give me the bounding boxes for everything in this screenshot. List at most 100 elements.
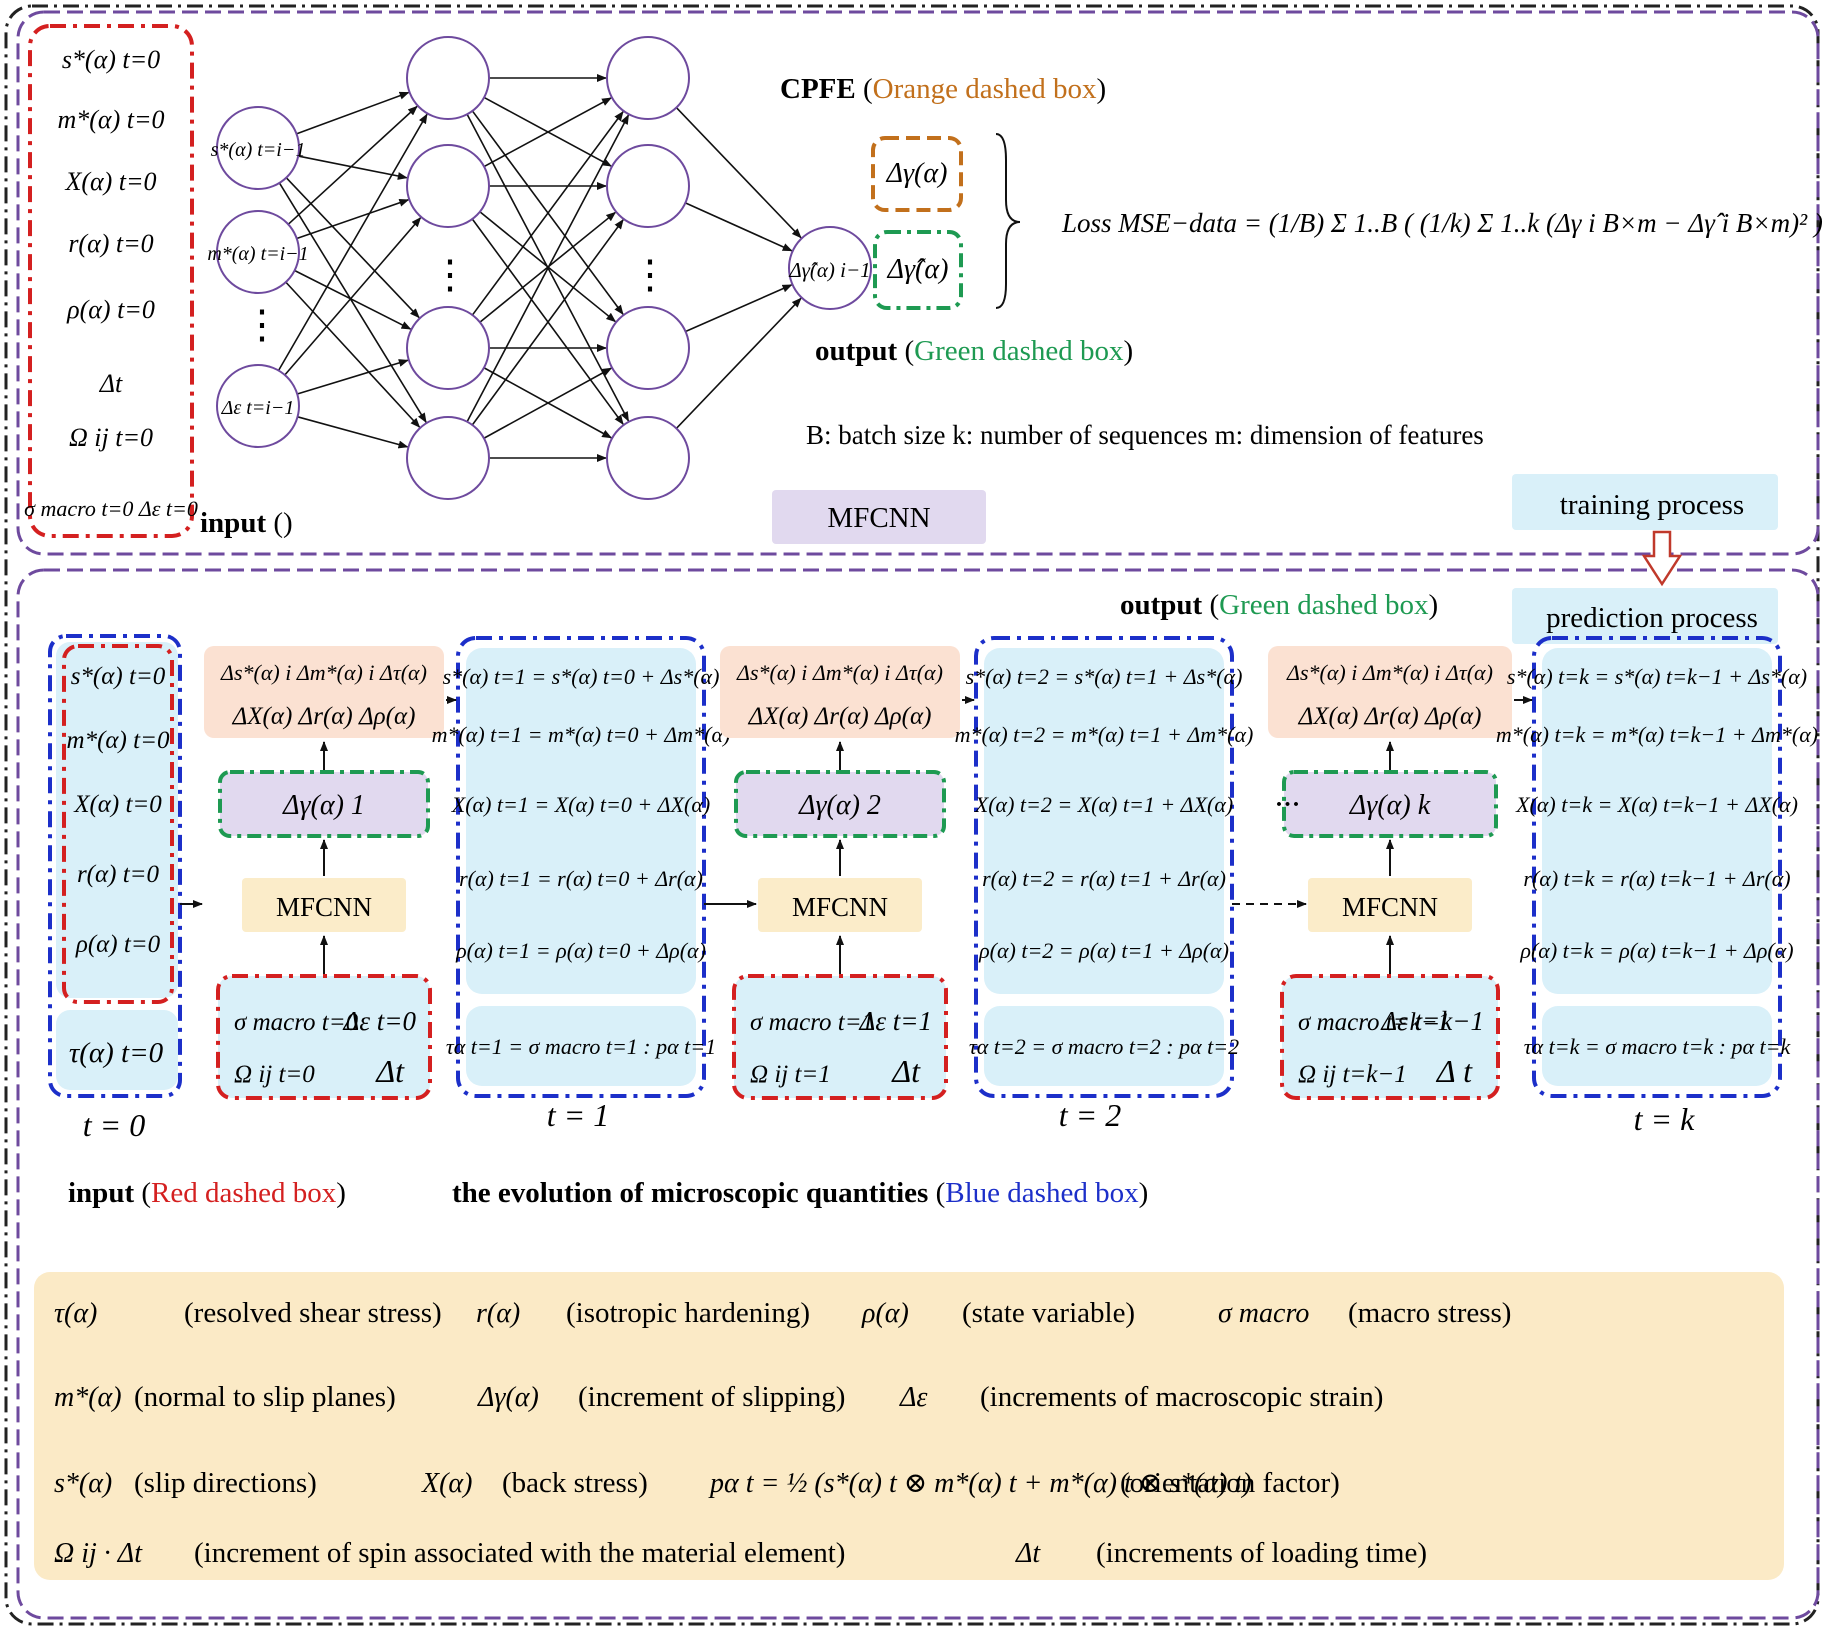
hidden-node: [406, 306, 490, 390]
legend-symbol: Δε: [899, 1382, 927, 1413]
update-equation: r(α) t=1 = r(α) t=0 + Δr(α): [459, 866, 703, 891]
t0-red-box: [62, 644, 174, 1004]
nn-edge: [285, 177, 420, 319]
top-input-0: s*(α) t=0: [62, 45, 160, 74]
tau-fill: [466, 1006, 696, 1086]
stage-input-omega: Ω ij t=k−1: [1298, 1061, 1407, 1088]
stage-input-strain: Δε t=0: [343, 1006, 417, 1036]
mfcnn-box-label: MFCNN: [276, 892, 372, 922]
increments-row-a: Δs*(α) i Δm*(α) i Δτ(α): [736, 660, 943, 685]
stage-input-box: [216, 974, 432, 1100]
t0-state-4: ρ(α) t=0: [75, 931, 161, 958]
gamma-box: [218, 770, 430, 838]
input-node: [216, 364, 300, 448]
update-equation: s*(α) t=2 = s*(α) t=1 + Δs*(α): [966, 664, 1243, 689]
top-input-6: Ω ij t=0: [69, 423, 153, 452]
nn-edge: [298, 155, 408, 180]
nn-edge: [284, 217, 422, 376]
top-input-box: [28, 24, 194, 538]
mfcnn-box: [1308, 878, 1472, 932]
input-node-label: m*(α) t=i−1: [207, 243, 308, 265]
t0-state-3: r(α) t=0: [77, 861, 160, 888]
legend-description: (macro stress): [1348, 1297, 1511, 1329]
prediction-box: [873, 230, 963, 310]
stage-input-dt: Δt: [890, 1053, 921, 1089]
nn-edge: [685, 284, 793, 333]
nn-edge: [675, 107, 802, 239]
nn-edge: [466, 114, 630, 423]
top-input-7: σ macro t=0 Δε t=0: [24, 496, 198, 521]
update-equation: X(α) t=1 = X(α) t=0 + ΔX(α): [451, 792, 710, 817]
evolution-box: [456, 636, 706, 1098]
legend-description: (resolved shear stress): [184, 1297, 442, 1329]
legend-description: (increment of slipping): [578, 1381, 845, 1413]
gamma-box: [1282, 770, 1498, 838]
gamma-label: Δγ(α) 1: [282, 790, 365, 821]
legend-symbol: pα t = ½ (s*(α) t ⊗ m*(α) t + m*(α) t ⊗ …: [708, 1468, 1252, 1499]
increments-box: [720, 646, 960, 738]
training-label-box: [1512, 474, 1778, 530]
legend-description: (increments of loading time): [1096, 1537, 1427, 1569]
t0-tau-fill: [56, 1010, 178, 1090]
definitions-line: B: batch size k: number of sequences m: …: [806, 420, 1484, 450]
increments-row-b: ΔX(α) Δr(α) Δρ(α): [748, 703, 932, 730]
legend-symbol: Δt: [1015, 1538, 1041, 1569]
update-equation: X(α) t=2 = X(α) t=1 + ΔX(α): [974, 792, 1233, 817]
prediction-value: Δγ̂(α): [887, 254, 949, 285]
tau-fill: [984, 1006, 1224, 1086]
legend-symbol: Ω ij · Δt: [54, 1538, 143, 1569]
legend-description: (back stress): [502, 1467, 648, 1499]
input-node: [216, 106, 300, 190]
hidden-node: [606, 36, 690, 120]
update-fill: [984, 648, 1224, 994]
top-input-2: X(α) t=0: [64, 167, 156, 196]
legend-description: (increment of spin associated with the m…: [194, 1537, 845, 1569]
nn-edge: [296, 359, 409, 395]
stage-input-dt: Δt: [374, 1053, 405, 1089]
input-node-label: s*(α) t=i−1: [211, 139, 306, 161]
prediction-label: prediction process: [1546, 602, 1758, 634]
output-node-label: Δγ̂(α) i−1: [788, 258, 870, 282]
time-label: t = k: [1634, 1101, 1695, 1137]
mfcnn-box: [758, 878, 922, 932]
cpfe-value: Δγ(α): [886, 158, 948, 189]
legend-symbol: ρ(α): [861, 1298, 909, 1329]
increments-row-b: ΔX(α) Δr(α) Δρ(α): [1298, 703, 1482, 730]
top-input-1: m*(α) t=0: [57, 105, 164, 134]
training-frame: [16, 10, 1820, 556]
legend-description: (isotropic hardening): [566, 1297, 810, 1329]
loss-formula: Loss MSE−data = (1/B) Σ 1..B ( (1/k) Σ 1…: [1061, 208, 1823, 238]
nn-edge: [471, 219, 624, 426]
prediction-label-box: [1512, 588, 1778, 644]
legend-symbol: X(α): [421, 1468, 472, 1499]
hidden-node: [606, 306, 690, 390]
output-node: [788, 226, 872, 310]
nn-edge: [285, 281, 421, 428]
stage-input-strain: Δε t=k−1: [1380, 1006, 1484, 1036]
nn-edge: [483, 97, 612, 168]
update-equation: ρ(α) t=2 = ρ(α) t=1 + Δρ(α): [978, 938, 1229, 963]
stage-input-dt: Δ t: [1435, 1053, 1473, 1089]
top-output-label: output (Green dashed box): [815, 335, 1133, 367]
tau-fill: [1542, 1006, 1772, 1086]
gamma-label: Δγ(α) k: [1349, 790, 1431, 821]
training-label: training process: [1560, 489, 1744, 521]
tau-equation: τα t=k = σ macro t=k : pα t=k: [1524, 1034, 1792, 1059]
mfcnn-box-label: MFCNN: [1342, 892, 1438, 922]
vertical-dots: ⋮: [630, 252, 670, 297]
update-equation: ρ(α) t=k = ρ(α) t=k−1 + Δρ(α): [1519, 938, 1793, 963]
update-equation: X(α) t=k = X(α) t=k−1 + ΔX(α): [1515, 792, 1798, 817]
update-equation: r(α) t=2 = r(α) t=1 + Δr(α): [982, 866, 1226, 891]
t0-state-2: X(α) t=0: [73, 791, 162, 818]
mfcnn-box: [242, 878, 406, 932]
time-label: t = 1: [547, 1097, 609, 1133]
mfcnn-label-box: [772, 490, 986, 544]
stage-input-strain: Δε t=1: [859, 1006, 932, 1036]
legend-symbol: m*(α): [54, 1382, 122, 1413]
increments-row-b: ΔX(α) Δr(α) Δρ(α): [232, 703, 416, 730]
update-equation: s*(α) t=k = s*(α) t=k−1 + Δs*(α): [1507, 664, 1807, 689]
time-stages: Δs*(α) i Δm*(α) i Δτ(α) ΔX(α) Δr(α) Δρ(α)…: [180, 636, 1818, 1100]
nn-edge: [675, 297, 802, 429]
update-equation: r(α) t=k = r(α) t=k−1 + Δr(α): [1523, 866, 1790, 891]
